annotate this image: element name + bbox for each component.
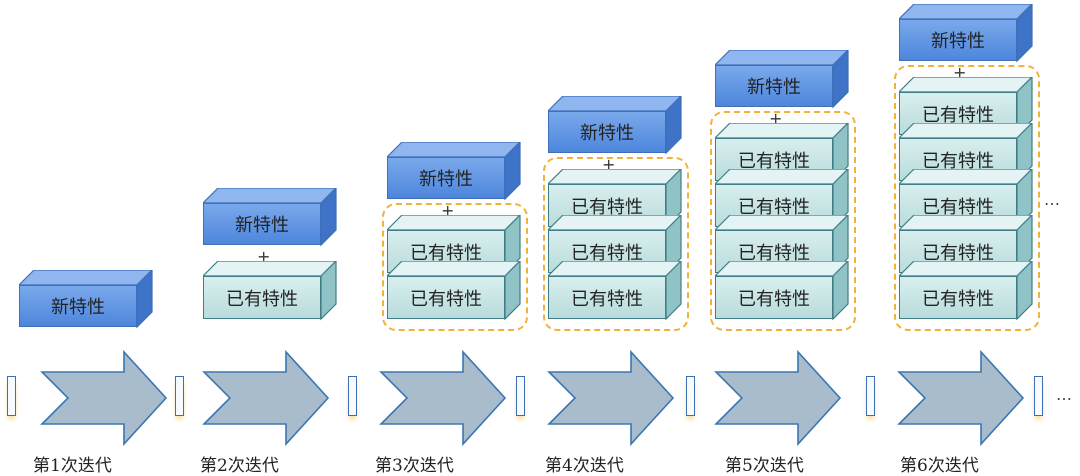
existing-feature-box-depth [899,261,1033,321]
iteration-label: 第5次迭代 [725,456,804,476]
existing-feature-box-depth [899,215,1033,275]
new-feature-box: 新特性 [387,157,505,199]
existing-features-group [710,111,856,331]
iteration-label: 第6次迭代 [900,456,979,476]
new-feature-box: 新特性 [203,203,321,245]
new-feature-box-depth [548,96,682,155]
existing-feature-box: 已有特性 [899,276,1017,319]
new-feature-box: 新特性 [715,65,833,107]
iteration-arrow [897,349,1025,447]
existing-feature-box: 已有特性 [203,276,321,319]
existing-feature-box-depth [715,215,849,275]
continuation-ellipsis: … [1056,385,1073,404]
existing-feature-box: 已有特性 [548,276,666,319]
iteration-marker [686,376,695,416]
existing-feature-box: 已有特性 [387,276,505,319]
iteration-arrow [714,349,842,447]
iteration-marker [7,376,16,416]
existing-features-group [543,157,689,331]
existing-feature-box-depth [715,261,849,321]
new-feature-box: 新特性 [899,19,1017,61]
existing-feature-box-depth [715,123,849,183]
iteration-arrow [202,349,330,447]
existing-feature-box-depth [715,169,849,229]
iteration-marker [516,376,525,416]
iteration-marker [348,376,357,416]
new-feature-box: 新特性 [19,285,137,327]
existing-feature-box-depth [387,215,521,275]
iteration-marker [1034,376,1043,416]
existing-feature-box: 已有特性 [715,276,833,319]
existing-feature-box-depth [899,123,1033,183]
iteration-label: 第3次迭代 [375,456,454,476]
iteration-arrow [379,349,507,447]
continuation-ellipsis: … [1044,190,1061,209]
iteration-label: 第2次迭代 [200,456,279,476]
new-feature-box: 新特性 [548,111,666,153]
existing-feature-box-depth [899,77,1033,137]
existing-feature-box-depth [548,169,682,229]
iteration-arrow [40,349,168,447]
iteration-marker [866,376,875,416]
existing-features-group [382,203,528,331]
iteration-marker [175,376,184,416]
new-feature-box-depth [203,188,337,247]
iteration-arrow [547,349,675,447]
existing-feature-box-depth [548,261,682,321]
existing-features-group [894,65,1040,331]
iteration-label: 第1次迭代 [33,456,112,476]
new-feature-box-depth [899,4,1033,63]
iteration-label: 第4次迭代 [545,456,624,476]
